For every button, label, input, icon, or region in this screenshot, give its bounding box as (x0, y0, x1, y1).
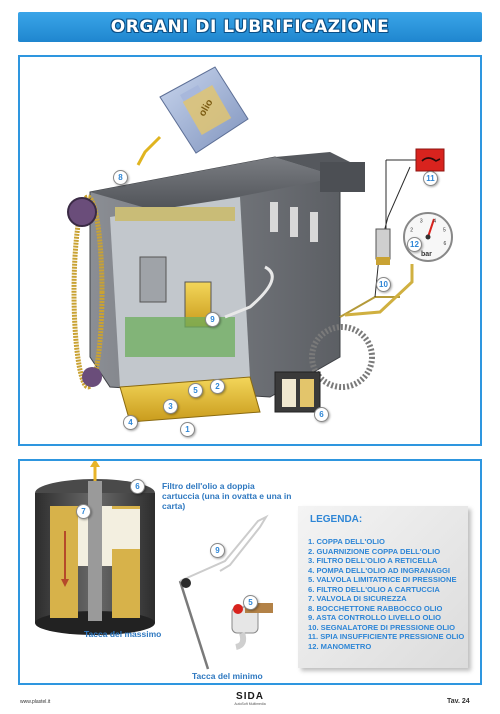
footer-website: www.plastel.it (20, 699, 51, 705)
pressure-relief-valve (231, 603, 273, 650)
legend-list: 1. COPPA DELL'OLIO 2. GUARNIZIONE COPPA … (308, 537, 465, 651)
dipstick (224, 265, 274, 319)
callout-9-dipstick: 9 (210, 543, 225, 558)
legend-item: 1. COPPA DELL'OLIO (308, 537, 385, 546)
legend-item: 10. SEGNALATORE DI PRESSIONE OLIO (308, 622, 455, 632)
callout-5-valve: 5 (243, 595, 258, 610)
gauge-tick-label: 3 (420, 218, 423, 224)
callout-4: 4 (123, 415, 138, 430)
plate-number: Tav. 24 (447, 698, 470, 705)
filter-illustration (35, 461, 273, 670)
gauge-tick-label: 2 (410, 228, 413, 234)
callout-6: 6 (314, 407, 329, 422)
brand-subtitle: AutoSoft Multimedia (234, 702, 266, 706)
callout-9: 9 (205, 312, 220, 327)
manometer-gauge (344, 212, 453, 317)
legend-item: 6. FILTRO DELL'OLIO A CARTUCCIA (308, 584, 440, 594)
callout-7: 7 (76, 504, 91, 519)
legend-item: 2. GUARNIZIONE COPPA DELL'OLIO (308, 546, 441, 556)
legend-item: 12. MANOMETRO (308, 641, 372, 651)
brand-name: SIDA (236, 691, 264, 702)
engine-illustration: olio (67, 66, 453, 423)
max-mark-label: Tacca del massimo (84, 629, 162, 639)
callout-5: 5 (188, 383, 203, 398)
legend-item: 8. BOCCHETTONE RABBOCCO OLIO (308, 603, 443, 613)
engine-diagram-panel: olio (18, 55, 482, 446)
legend-item: 11. SPIA INSUFFICIENTE PRESSIONE OLIO (308, 632, 465, 641)
oil-dipstick (178, 514, 269, 670)
callout-12: 12 (407, 237, 422, 252)
brand-logo: SIDA AutoSoft Multimedia (230, 692, 270, 707)
gauge-unit: bar (421, 251, 432, 258)
gauge-tick-label: 4 (433, 218, 436, 224)
callout-10: 10 (376, 277, 391, 292)
min-mark-label: Tacca del minimo (192, 671, 263, 681)
filter-dipstick-panel: 6 7 9 5 Filtro dell'olio a doppia cartuc… (18, 459, 482, 685)
oil-can: olio (136, 66, 249, 166)
title-banner: ORGANI DI LUBRIFICAZIONE (18, 12, 482, 42)
callout-6-filter: 6 (130, 479, 145, 494)
gauge-tick-label: 6 (444, 241, 447, 247)
legend-title: LEGENDA: (310, 514, 363, 525)
legend-item: 7. VALVOLA DI SICUREZZA (308, 594, 407, 603)
callout-8: 8 (113, 170, 128, 185)
gauge-tick-label: 5 (443, 228, 446, 234)
callout-3: 3 (163, 399, 178, 414)
legend-item: 5. VALVOLA LIMITATRICE DI PRESSIONE (308, 575, 457, 584)
legend-item: 9. ASTA CONTROLLO LIVELLO OLIO (308, 613, 442, 622)
page-title: ORGANI DI LUBRIFICAZIONE (110, 17, 390, 37)
legend: LEGENDA: 1. COPPA DELL'OLIO 2. GUARNIZIO… (298, 506, 468, 668)
engine-block (67, 152, 411, 423)
legend-item: 4. POMPA DELL'OLIO AD INGRANAGGI (308, 565, 451, 575)
cartridge-filter (35, 461, 155, 635)
callout-11: 11 (423, 171, 438, 186)
filter-caption: Filtro dell'olio a doppia cartuccia (una… (162, 481, 292, 511)
oil-warning-light (385, 148, 445, 232)
oil-pressure-sender (375, 228, 391, 265)
callout-2: 2 (210, 379, 225, 394)
callout-1: 1 (180, 422, 195, 437)
legend-item: 3. FILTRO DELL'OLIO A RETICELLA (308, 556, 438, 565)
